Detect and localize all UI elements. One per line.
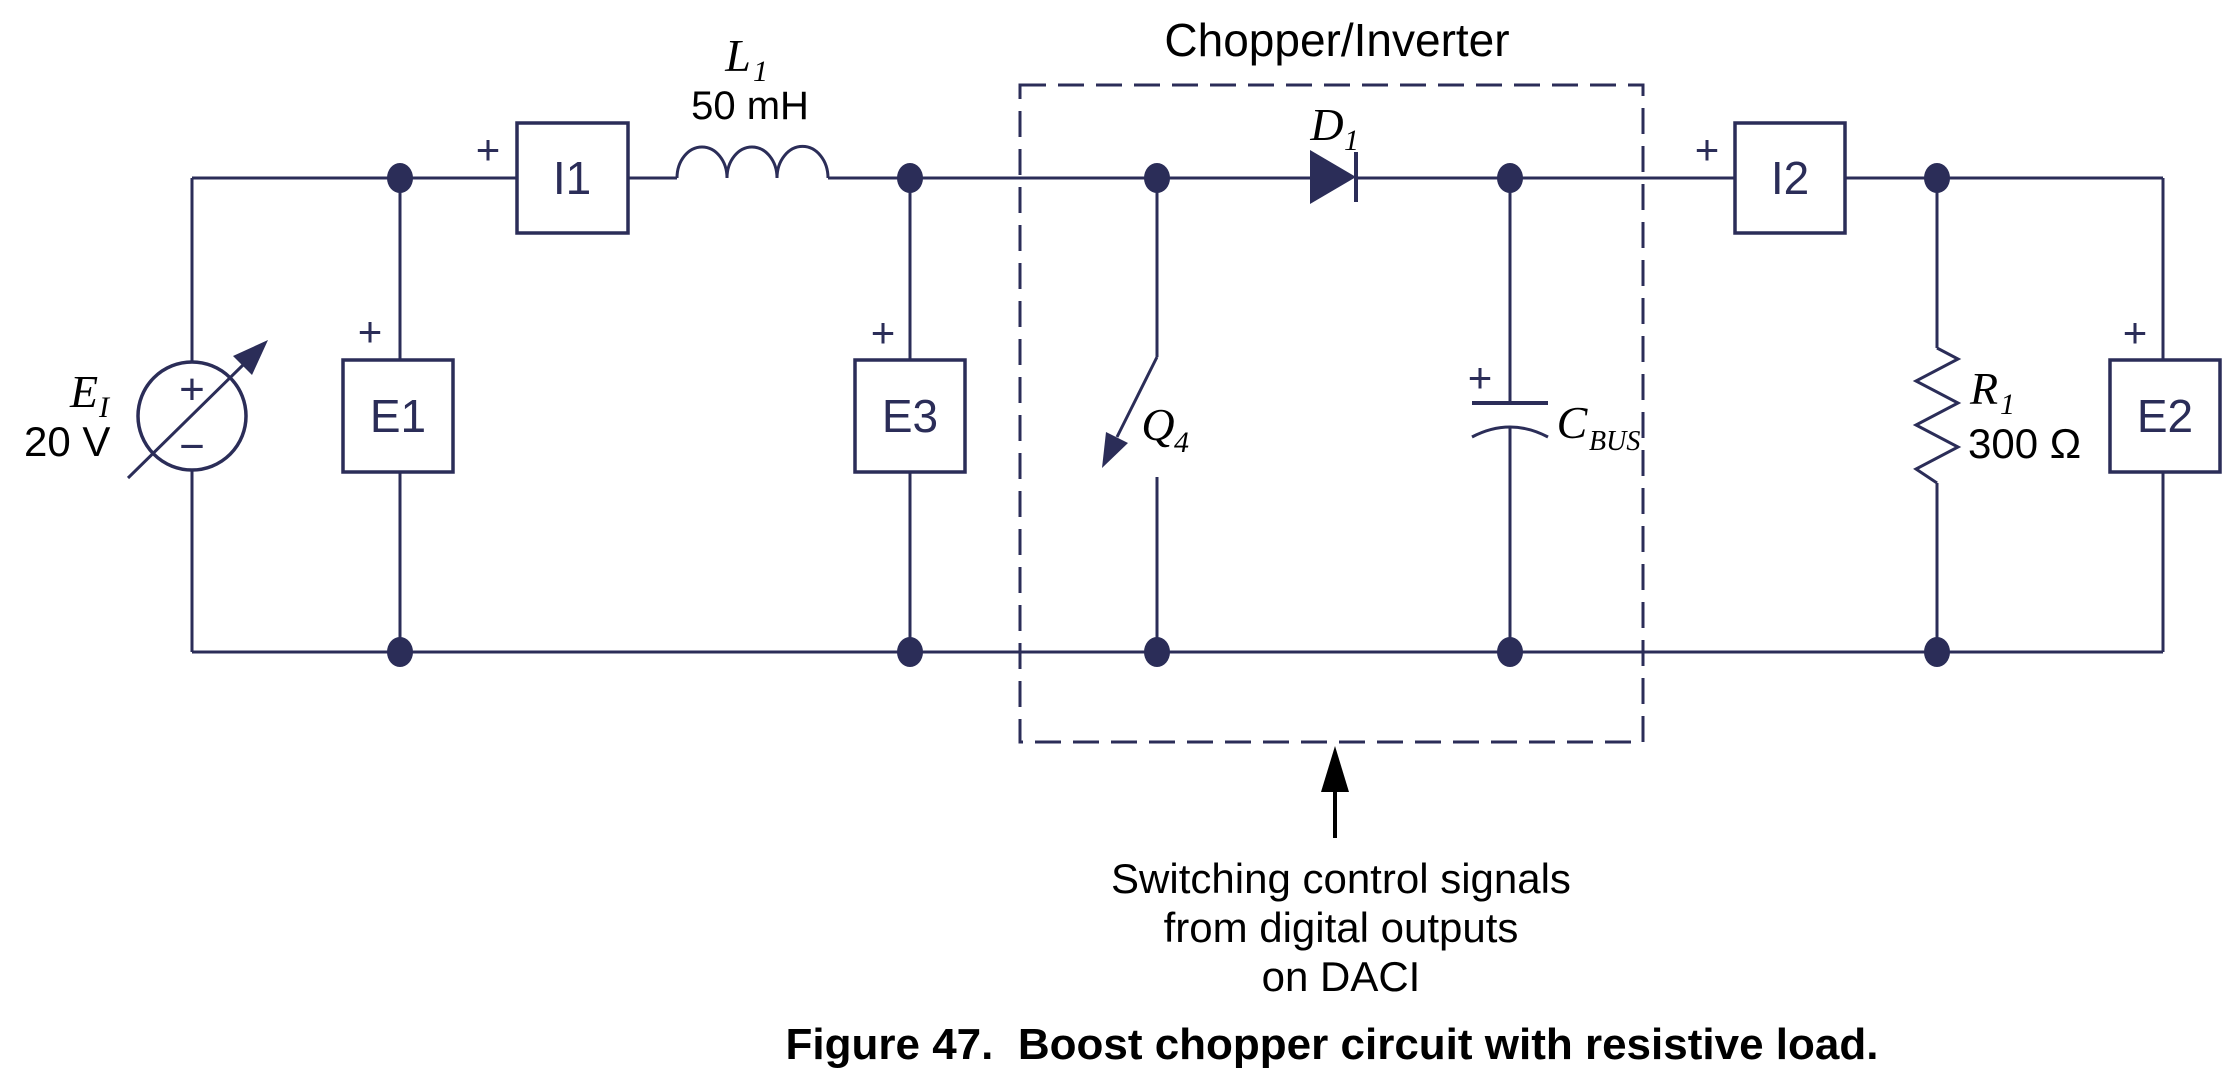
capacitor-label: C (1557, 397, 1589, 448)
annotation-line-1: Switching control signals (1111, 855, 1571, 902)
node-bottom-cbus (1497, 637, 1523, 667)
inductor-value: 50 mH (691, 84, 809, 128)
chopper-dashed-box (1018, 83, 1645, 744)
e2-plus-sign: + (2123, 309, 2148, 356)
node-top-e1 (387, 163, 413, 193)
node-bottom-e3 (897, 637, 923, 667)
e2-label: E2 (2137, 390, 2193, 442)
diode-label-subscript: 1 (1344, 124, 1359, 157)
i2-box (1733, 121, 1847, 235)
chopper-title: Chopper/Inverter (1164, 14, 1509, 66)
resistor-label-subscript: 1 (2000, 388, 2015, 421)
node-bottom-e1 (387, 637, 413, 667)
source-minus-sign: − (179, 422, 205, 471)
wires (190, 176, 2165, 654)
annotation-arrowhead-icon (1321, 746, 1349, 792)
node-top-e3 (897, 163, 923, 193)
e2-box (2108, 358, 2222, 474)
e3-box (853, 358, 967, 474)
source-label-subscript: I (98, 391, 111, 424)
node-top-r1 (1924, 163, 1950, 193)
e1-box (341, 358, 455, 474)
inductor-label: L (724, 30, 751, 81)
e1-plus-sign: + (358, 308, 383, 355)
node-top-cbus (1497, 163, 1523, 193)
annotation-text: Switching control signals from digital o… (1111, 855, 1571, 1000)
switch-label: Q (1141, 399, 1174, 450)
diode-triangle (1310, 150, 1356, 204)
resistor-value: 300 Ω (1968, 420, 2081, 467)
capacitor-label-subscript: BUS (1589, 426, 1640, 457)
switch-arrowhead-icon (1102, 432, 1128, 468)
source-variable-arrowhead-icon (233, 340, 268, 375)
diode-symbol (1310, 150, 1358, 204)
switch-blade (1115, 356, 1159, 438)
inductor-symbol (675, 144, 830, 179)
resistor-symbol (1912, 346, 1962, 485)
node-top-q4 (1144, 163, 1170, 193)
node-bottom-r1 (1924, 637, 1950, 667)
source-label: E (69, 366, 98, 417)
capacitor-curved-plate (1471, 425, 1549, 439)
resistor-label: R (1969, 363, 1998, 414)
i1-plus-sign: + (476, 126, 501, 173)
i1-box (515, 121, 630, 235)
switch-q4-symbol (1102, 356, 1159, 468)
annotation-line-3: on DACI (1262, 953, 1421, 1000)
e3-plus-sign: + (871, 309, 896, 356)
inductor-label-subscript: 1 (753, 55, 768, 88)
junction-nodes (387, 163, 1950, 667)
i2-label: I2 (1771, 152, 1809, 204)
capacitor-plus-sign: + (1468, 354, 1493, 401)
source-symbol: + − (126, 340, 268, 480)
switch-label-subscript: 4 (1174, 426, 1189, 459)
e3-label: E3 (882, 390, 938, 442)
diode-label: D (1309, 99, 1343, 150)
e1-label: E1 (370, 390, 426, 442)
figure-caption: Figure 47. Boost chopper circuit with re… (786, 1020, 1879, 1069)
source-plus-sign: + (179, 365, 205, 414)
i1-label: I1 (553, 152, 591, 204)
i2-plus-sign: + (1695, 126, 1720, 173)
node-bottom-q4 (1144, 637, 1170, 667)
annotation-arrow (1321, 746, 1349, 838)
annotation-line-2: from digital outputs (1164, 904, 1519, 951)
capacitor-symbol (1471, 401, 1549, 439)
source-variable-arrow-shaft (126, 363, 245, 480)
source-value: 20 V (24, 418, 110, 465)
